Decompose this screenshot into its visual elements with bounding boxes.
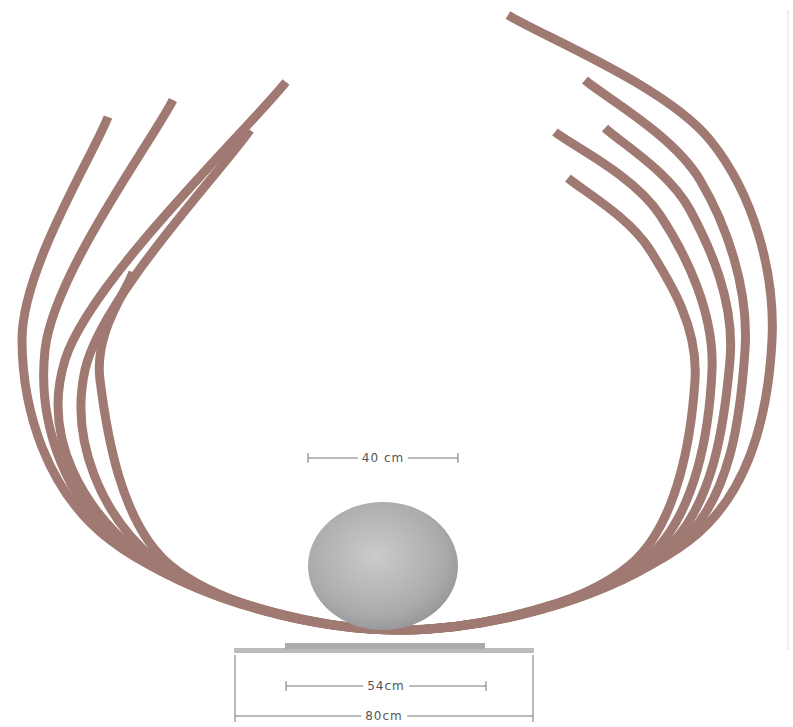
dimension-label: 80cm xyxy=(361,709,407,723)
sculpture-arc xyxy=(22,15,772,630)
dimension-label: 40 cm xyxy=(358,451,408,465)
base-riser xyxy=(285,643,485,649)
dimension-label: 54cm xyxy=(363,679,409,693)
arc-group xyxy=(22,15,772,630)
sphere xyxy=(308,502,458,630)
sculpture-arc xyxy=(99,178,695,630)
sculpture-arc xyxy=(44,80,746,630)
sculpture-arc xyxy=(81,130,712,630)
dimension-lines xyxy=(235,10,788,722)
sculpture-arc xyxy=(58,82,731,630)
